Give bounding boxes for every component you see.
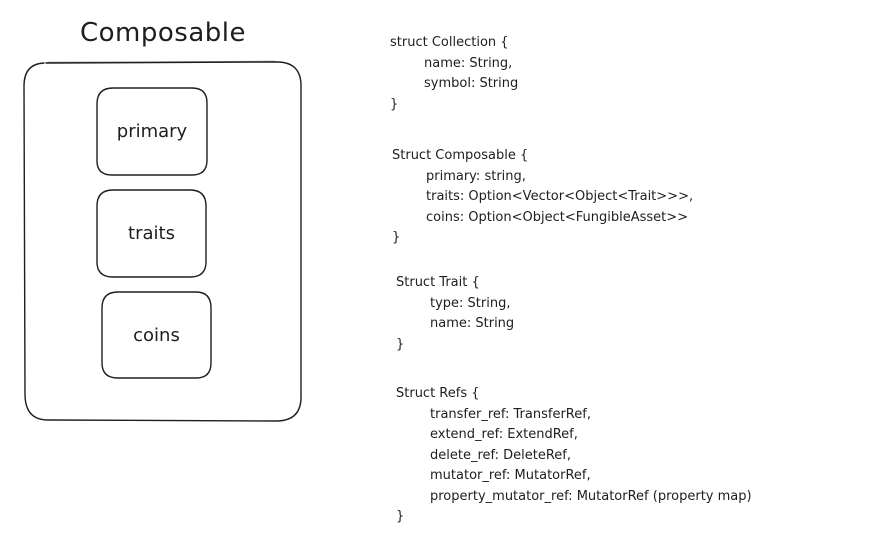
code-line: name: String <box>430 316 515 331</box>
code-line: Struct Trait { <box>396 275 480 290</box>
code-line: coins: Option<Object<FungibleAsset>> <box>426 209 689 225</box>
code-line: traits: Option<Vector<Object<Trait>>>, <box>426 189 694 204</box>
code-block-refs: Struct Refs { transfer_ref: TransferRef,… <box>396 384 752 528</box>
code-line: } <box>392 230 401 245</box>
code-line: transfer_ref: TransferRef, <box>430 406 591 422</box>
coins-label: coins <box>133 325 180 346</box>
code-line: type: String, <box>430 295 511 311</box>
code-line: name: String, <box>424 55 513 71</box>
code-line: } <box>390 96 399 112</box>
code-block-trait: Struct Trait { type: String, name: Strin… <box>396 273 514 355</box>
code-block-composable: Struct Composable { primary: string, tra… <box>392 146 693 249</box>
primary-label: primary <box>116 121 188 142</box>
traits-box <box>96 189 207 278</box>
code-line: mutator_ref: MutatorRef, <box>430 468 591 483</box>
code-line: } <box>396 509 405 524</box>
code-block-collection: struct Collection { name: String, symbol… <box>390 33 518 115</box>
traits-label: traits <box>128 223 175 244</box>
code-line: primary: string, <box>426 168 526 184</box>
primary-box <box>96 87 208 176</box>
code-line: delete_ref: DeleteRef, <box>430 447 572 463</box>
code-line: struct Collection { <box>390 35 509 50</box>
code-line: property_mutator_ref: MutatorRef (proper… <box>430 488 752 504</box>
composable-container <box>23 61 302 422</box>
coins-box <box>101 291 212 379</box>
code-line: } <box>396 336 405 352</box>
code-line: Struct Composable { <box>392 148 529 163</box>
diagram-title: Composable <box>80 18 247 48</box>
code-line: Struct Refs { <box>396 386 480 401</box>
code-line: symbol: String <box>424 76 519 91</box>
code-line: extend_ref: ExtendRef, <box>430 427 578 442</box>
